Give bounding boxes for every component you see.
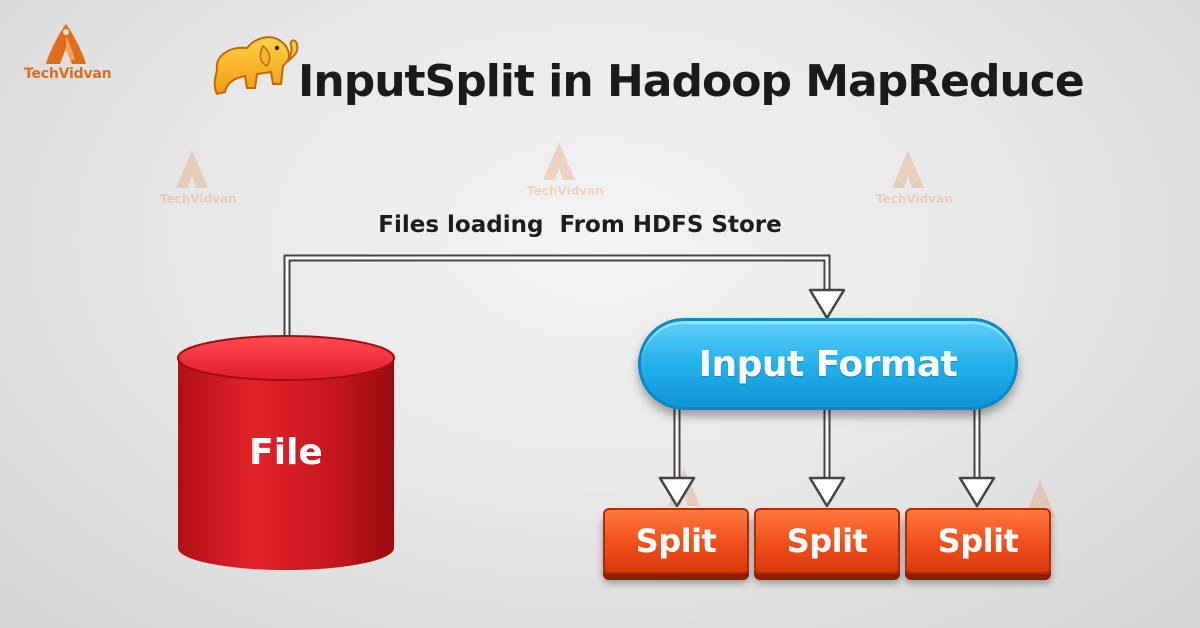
connector-file-to-input-format — [283, 254, 831, 342]
watermark-logo: TechVidvan — [160, 148, 240, 218]
techvidvan-logo[interactable]: TechVidvan — [22, 22, 132, 92]
watermark-text: TechVidvan — [160, 192, 237, 206]
arrow-to-split-2 — [808, 408, 846, 508]
arrow-to-split-3 — [958, 408, 996, 508]
split-label: Split — [786, 522, 868, 560]
watermark-logo: TechVidvan — [876, 148, 956, 218]
split-label: Split — [937, 522, 1019, 560]
split-label: Split — [635, 522, 717, 560]
hadoop-elephant-icon — [213, 36, 299, 96]
database-cylinder — [177, 335, 395, 570]
techvidvan-logo-mark — [46, 24, 86, 64]
input-format-node[interactable]: Input Format — [638, 318, 1018, 410]
watermark-text: TechVidvan — [527, 184, 604, 198]
input-format-label: Input Format — [698, 343, 958, 385]
watermark-text: TechVidvan — [876, 192, 953, 206]
techvidvan-logo-text: TechVidvan — [24, 66, 112, 82]
connector-label: Files loading From HDFS Store — [378, 212, 782, 238]
file-storage-label: File — [249, 432, 323, 473]
page-title: InputSplit in Hadoop MapReduce — [298, 56, 1085, 107]
split-node-1[interactable]: Split — [603, 508, 749, 574]
arrow-down-icon — [808, 288, 846, 320]
watermark-logo: TechVidvan — [527, 140, 607, 210]
arrow-to-split-1 — [658, 408, 696, 508]
split-node-3[interactable]: Split — [905, 508, 1051, 574]
split-node-2[interactable]: Split — [754, 508, 900, 574]
